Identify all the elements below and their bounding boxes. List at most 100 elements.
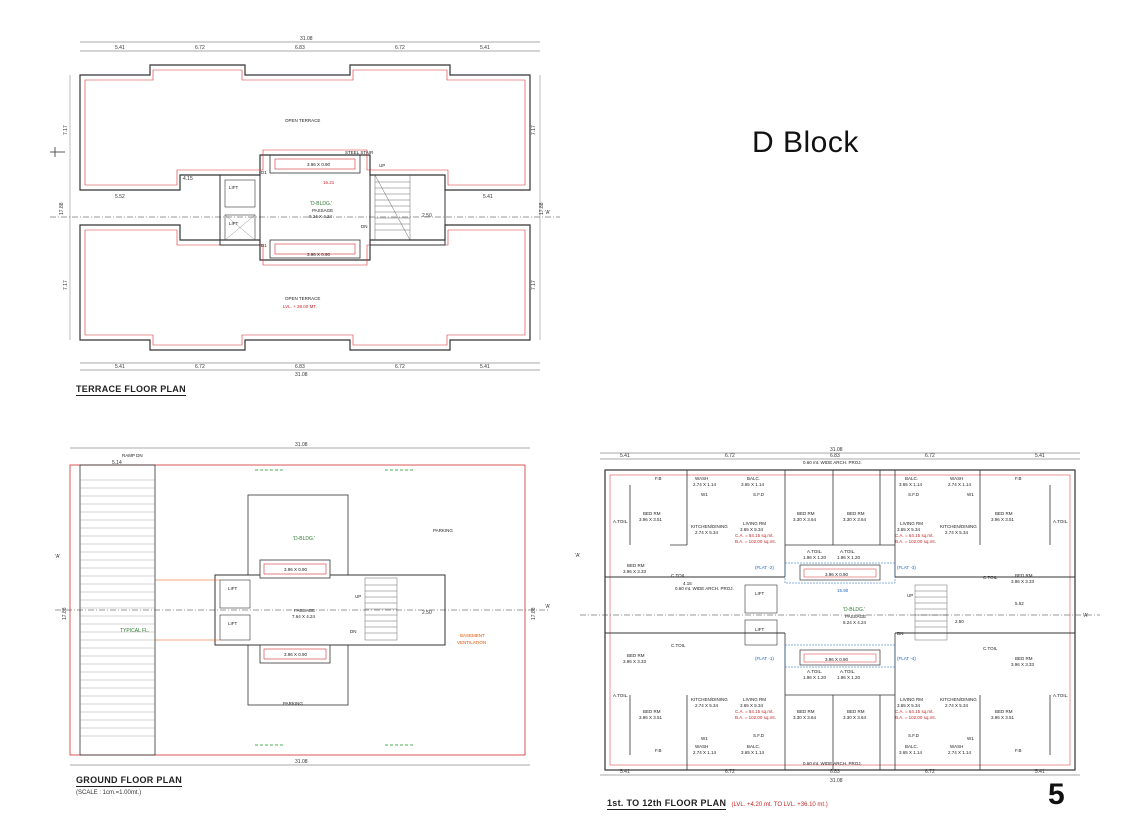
terrace-dim-250: 2.50: [422, 213, 432, 219]
typical-balc-size-br: 3.65 X 1.14: [899, 750, 923, 755]
typical-living-tl: LIVING RM: [743, 521, 766, 526]
typical-lift-bottom: LIFT: [755, 627, 765, 632]
typical-kitchen-br: KITCHEN/DINING: [940, 697, 977, 702]
typical-ba-tl: B.A. = 102.00 sq.mt.: [735, 539, 776, 544]
typical-bottom-dim-4: 6.72: [925, 769, 935, 775]
terrace-d1-bottom: D1: [261, 243, 267, 248]
typical-bed-size-bc1: 3.30 X 3.64: [793, 715, 817, 720]
ground-passage: PASSAGE: [294, 608, 315, 613]
typical-kitchen-size-tr: 2.74 X 5.34: [945, 530, 969, 535]
typical-bldg-label: 'D-BLDG.': [843, 607, 865, 613]
typical-up: UP: [907, 593, 913, 598]
typical-w1-br: W1: [967, 736, 974, 741]
terrace-section-right: 'A': [545, 210, 550, 216]
typical-atoil-size-tc2: 1.96 X 1.20: [837, 555, 861, 560]
typical-atoil-bc1: A.TOIL.: [807, 669, 822, 674]
typical-ctoil-tl: C.TOIL: [671, 573, 686, 578]
ground-typical: TYPICAL FL.: [120, 628, 149, 634]
typical-w1-tl: W1: [701, 492, 708, 497]
typical-dim-552: 5.52: [1015, 601, 1024, 606]
terrace-top-dim-4: 6.72: [395, 45, 405, 51]
ground-parking-bottom: PARKING: [283, 701, 303, 706]
typical-kitchen-tl: KITCHEN/DINING: [691, 524, 728, 529]
typical-bed-bl2: BED RM: [643, 709, 661, 714]
typical-dim-415: 4.15: [683, 581, 692, 586]
typical-sfd-tr: S.F.D: [908, 492, 920, 497]
terrace-side-dim-total: 17.88: [59, 202, 65, 215]
typical-ctoil-tr: C.TOIL: [983, 575, 998, 580]
typical-passage: PASSAGE: [845, 614, 866, 619]
typical-bed-bc2: BED RM: [847, 709, 865, 714]
terrace-bottom-dim-1: 5.41: [115, 364, 125, 370]
terrace-steel-stair: STEEL STAIR: [345, 150, 374, 155]
typical-ba-tr: B.A. = 102.00 sq.mt.: [895, 539, 936, 544]
terrace-plan-title: TERRACE FLOOR PLAN: [76, 384, 186, 396]
terrace-bottom-dim-2: 6.72: [195, 364, 205, 370]
typical-wash-tr: WASH: [950, 476, 963, 481]
typical-living-size-tl: 3.65 X 5.34: [740, 527, 764, 532]
typical-top-dim-1: 5.41: [620, 453, 630, 459]
terrace-level: LVL. + 39.00 MT.: [283, 304, 317, 309]
typical-top-dim-3: 6.83: [830, 453, 840, 459]
terrace-right-dim-bottom: 7.17: [531, 280, 537, 290]
typical-kitchen-size-bl: 2.74 X 5.34: [695, 703, 719, 708]
typical-balc-tl: BALC.: [747, 476, 760, 481]
ground-plan-scale: (SCALE : 1cm.=1.00mt.): [76, 790, 142, 796]
typical-flat3: (FLAT -3): [897, 565, 916, 570]
typical-balc-size-tl: 3.65 X 1.14: [741, 482, 765, 487]
typical-wash-size-br: 2.74 X 1.14: [948, 750, 972, 755]
ground-parking-top: PARKING: [433, 528, 453, 533]
typical-living-size-bl: 3.65 X 5.34: [740, 703, 764, 708]
terrace-side-dim-top: 7.17: [63, 125, 69, 135]
typical-living-tr: LIVING RM: [900, 521, 923, 526]
typical-plan-title: 1st. TO 12th FLOOR PLAN: [607, 798, 727, 810]
typical-atoil-size-bc1: 1.96 X 1.20: [803, 675, 827, 680]
typical-fb-br: F.B: [1015, 748, 1022, 753]
terrace-passage-size: 8.24 X 4.24: [309, 214, 333, 219]
typical-atoil-tc1: A.TOIL.: [807, 549, 822, 554]
typical-bed-br2: BED RM: [995, 709, 1013, 714]
terrace-bottom-dim-4: 6.72: [395, 364, 405, 370]
typical-atoil-tl: A.TOIL.: [613, 519, 628, 524]
typical-bed-tc2: BED RM: [847, 511, 865, 516]
typical-atoil-tc2: A.TOIL.: [840, 549, 855, 554]
ground-dn: DN: [350, 629, 357, 634]
typical-ca-bl: C.A. = 64.15 sq.mt.: [735, 709, 774, 714]
typical-living-bl: LIVING RM: [743, 697, 766, 702]
terrace-open-terrace-top: OPEN TERRACE: [285, 118, 320, 123]
typical-ctoil-bl: C.TOIL: [671, 643, 686, 648]
ground-ots-bottom: 3.96 X 0.90: [284, 652, 308, 657]
terrace-passage: PASSAGE: [312, 208, 333, 213]
terrace-up: UP: [379, 163, 385, 168]
typical-bed-bl: BED RM: [627, 653, 645, 658]
terrace-bldg-label: 'D-BLDG.': [310, 201, 332, 207]
typical-atoil-size-tc1: 1.96 X 1.20: [803, 555, 827, 560]
terrace-right-dim-total: 17.88: [539, 202, 545, 215]
typical-bottom-dim-3: 6.83: [830, 769, 840, 775]
typical-atoil-br: A.TOIL.: [1053, 693, 1068, 698]
typical-bed-tr: BED RM: [995, 511, 1013, 516]
terrace-open-terrace-bottom: OPEN TERRACE: [285, 296, 320, 301]
terrace-top-dim-5: 5.41: [480, 45, 490, 51]
typical-kitchen-size-tl: 2.74 X 5.34: [695, 530, 719, 535]
typical-arch-proj-top: 0.60 mt. WIDE ARCH. PROJ.: [803, 460, 862, 465]
typical-lift-top: LIFT: [755, 591, 765, 596]
typical-sfd-bl: S.F.D: [753, 733, 765, 738]
typical-sfd-br: S.F.D: [908, 733, 920, 738]
ground-ramp: RAMP DN: [122, 453, 143, 458]
ground-floor-plan: 31.08: [55, 442, 550, 766]
terrace-dn: DN: [361, 224, 368, 229]
typical-bed-tc1: BED RM: [797, 511, 815, 516]
typical-living-size-tr: 3.65 X 5.34: [897, 527, 921, 532]
typical-bed-size-tl: 3.96 X 3.51: [639, 517, 663, 522]
terrace-ots-bottom: 3.96 X 0.90: [307, 252, 331, 257]
typical-flat1: (FLAT -1): [755, 656, 774, 661]
terrace-top-dim-1: 5.41: [115, 45, 125, 51]
typical-fb-tl: F.B: [655, 476, 662, 481]
page-number: 5: [1048, 778, 1065, 811]
terrace-top-dim-2: 6.72: [195, 45, 205, 51]
terrace-dim-415: 4.15: [183, 176, 193, 182]
terrace-d1-top: D1: [261, 170, 267, 175]
terrace-right-dim-top: 7.17: [531, 125, 537, 135]
typical-bed-size-bl: 3.96 X 3.33: [623, 659, 647, 664]
